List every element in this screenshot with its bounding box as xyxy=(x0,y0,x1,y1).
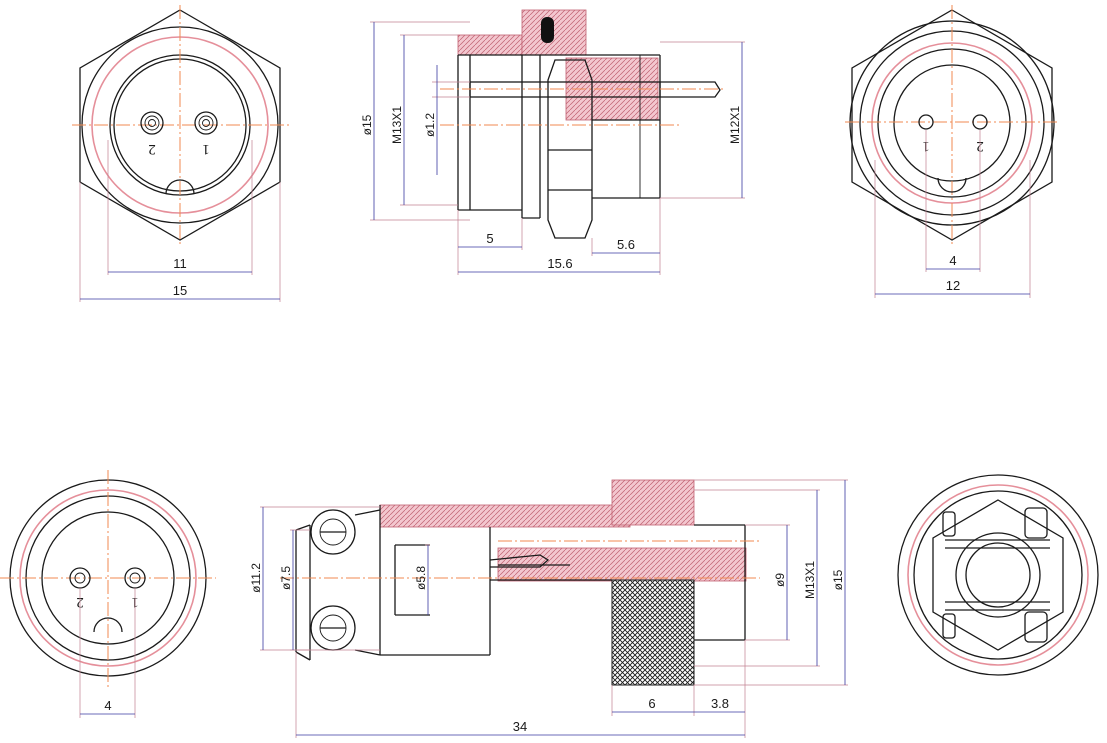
rear-pin-1 xyxy=(918,114,934,130)
pin-2 xyxy=(140,111,164,135)
dim-length: 15.6 xyxy=(547,256,572,271)
pin-label-2: 2 xyxy=(148,141,156,157)
cable-clamp-screw-bottom xyxy=(310,605,356,651)
dim-pitch-plug: 4 xyxy=(104,698,111,713)
socket-rear-view: 1 2 4 12 xyxy=(845,5,1060,298)
dim-tail: 5.6 xyxy=(617,237,635,252)
flange-hatch xyxy=(457,34,523,56)
dim-d4: ø9 xyxy=(773,573,787,587)
dim-d2: ø7.5 xyxy=(279,566,293,590)
dim-pitch-rear: 4 xyxy=(949,253,956,268)
dim-d3: ø5.8 xyxy=(414,566,428,590)
plug-rear-view xyxy=(897,474,1099,676)
dim-inner: 11 xyxy=(173,256,187,271)
pin-1 xyxy=(194,111,218,135)
dim-tip: 3.8 xyxy=(711,696,729,711)
rear-hex-outline xyxy=(851,9,1053,241)
dim-flange: 5 xyxy=(486,231,493,246)
dim-length-plug: 34 xyxy=(513,719,527,734)
socket-side-view: ø15 M13X1 ø1.2 M12X1 5 5.6 15.6 xyxy=(360,9,745,275)
dim-dia-outer: ø15 xyxy=(360,114,374,135)
plug-side-view: ø11.2 ø7.5 ø5.8 ø9 M13X1 ø15 6 3.8 34 xyxy=(249,479,848,738)
retaining-clip xyxy=(541,17,554,43)
hex-nut-side xyxy=(547,59,593,239)
pin-label-1: 1 xyxy=(202,141,210,157)
socket-front-view: 2 1 11 15 xyxy=(72,5,290,302)
dim-pin-dia: ø1.2 xyxy=(423,113,437,137)
knurled-nut xyxy=(611,579,695,686)
dim-thread-right: M12X1 xyxy=(728,106,742,144)
hex-outline xyxy=(79,9,281,241)
dim-d1: ø11.2 xyxy=(249,563,263,593)
polarity-key xyxy=(165,179,195,195)
rear-pin-2 xyxy=(972,114,988,130)
clamp-hex xyxy=(932,499,1064,651)
dim-thread-left: M13X1 xyxy=(390,106,404,144)
dim-across-rear: 12 xyxy=(946,278,960,293)
solder-tail xyxy=(660,81,721,98)
clamp-screw-head-bottom xyxy=(1024,611,1048,643)
plug-front-view: 2 1 4 xyxy=(0,470,216,718)
dim-knurl: 6 xyxy=(648,696,655,711)
dim-d5: ø15 xyxy=(831,569,845,590)
dim-thread-plug: M13X1 xyxy=(803,561,817,599)
dim-outer: 15 xyxy=(173,283,187,298)
cable-clamp-screw-top xyxy=(310,509,356,555)
clamp-screw-head-top xyxy=(1024,507,1048,539)
